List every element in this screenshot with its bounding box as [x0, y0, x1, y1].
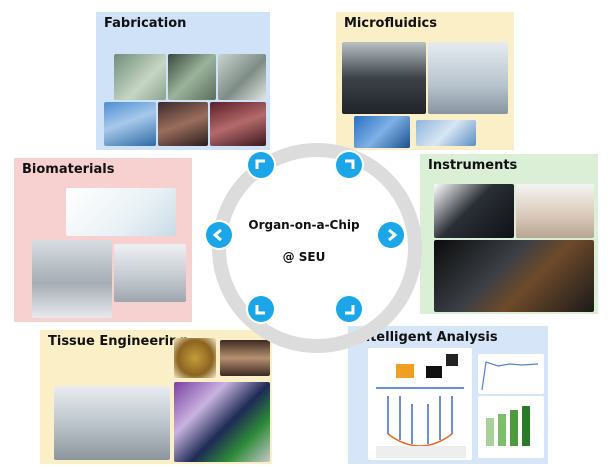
- tissue-engineering-title: Tissue Engineering: [48, 334, 188, 349]
- tissue-photo-lab: [54, 386, 170, 460]
- instruments-title: Instruments: [428, 158, 518, 173]
- line-chart-graphic: [481, 361, 539, 391]
- tissue-photo-organoid: [174, 338, 216, 378]
- fabrication-photo-machine: [158, 102, 208, 146]
- arrow-up-right-icon: [336, 152, 362, 178]
- microfluidics-photo-lab: [428, 42, 508, 114]
- instruments-photo-software: [434, 240, 594, 312]
- fabrication-photo-hand: [104, 102, 156, 146]
- bar-chart-graphic: [486, 406, 530, 446]
- biomaterials-photo-products: [66, 188, 176, 236]
- arrow-up-left-icon: [248, 152, 274, 178]
- microfluidics-panel: Microfluidics: [336, 12, 514, 150]
- biomaterials-title: Biomaterials: [22, 162, 115, 177]
- microfluidics-photo-pump: [342, 42, 426, 114]
- fabrication-photo-printer: [210, 102, 266, 146]
- arrow-left-icon: [206, 222, 232, 248]
- fabrication-panel: Fabrication: [96, 12, 270, 150]
- biomaterials-photo-cleanroom: [114, 244, 186, 302]
- microfluidics-title: Microfluidics: [344, 16, 437, 31]
- analysis-line-chart: [478, 354, 544, 394]
- tissue-photo-micrographs: [174, 382, 270, 462]
- instruments-photo-bottles: [516, 184, 594, 238]
- analysis-network-diagram: [368, 348, 472, 460]
- tissue-photo-vessel: [220, 340, 270, 376]
- intelligent-analysis-panel: Intelligent Analysis: [348, 326, 548, 464]
- chip-photo-2: [168, 54, 216, 100]
- instruments-photo-device: [434, 184, 514, 238]
- biomaterials-panel: Biomaterials: [14, 158, 192, 322]
- intelligent-analysis-title: Intelligent Analysis: [356, 330, 498, 345]
- tissue-engineering-panel: Tissue Engineering: [40, 330, 272, 464]
- arrow-right-icon: [378, 222, 404, 248]
- center-title: Organ-on-a-Chip: [248, 218, 360, 232]
- chip-photo-3: [218, 54, 266, 100]
- fabrication-title: Fabrication: [104, 16, 187, 31]
- biomaterials-photo-lab-equipment: [32, 240, 112, 318]
- network-diagram-graphic: [376, 354, 466, 458]
- chip-photo-1: [114, 54, 166, 100]
- microfluidics-photo-chip-blue: [354, 116, 410, 148]
- center-subtitle: @ SEU: [282, 250, 326, 264]
- center-ring: [212, 143, 422, 353]
- microfluidics-photo-chip-array: [416, 120, 476, 146]
- analysis-bar-chart: [478, 396, 544, 458]
- instruments-panel: Instruments: [420, 154, 598, 314]
- arrow-down-right-icon: [336, 296, 362, 322]
- arrow-down-left-icon: [248, 296, 274, 322]
